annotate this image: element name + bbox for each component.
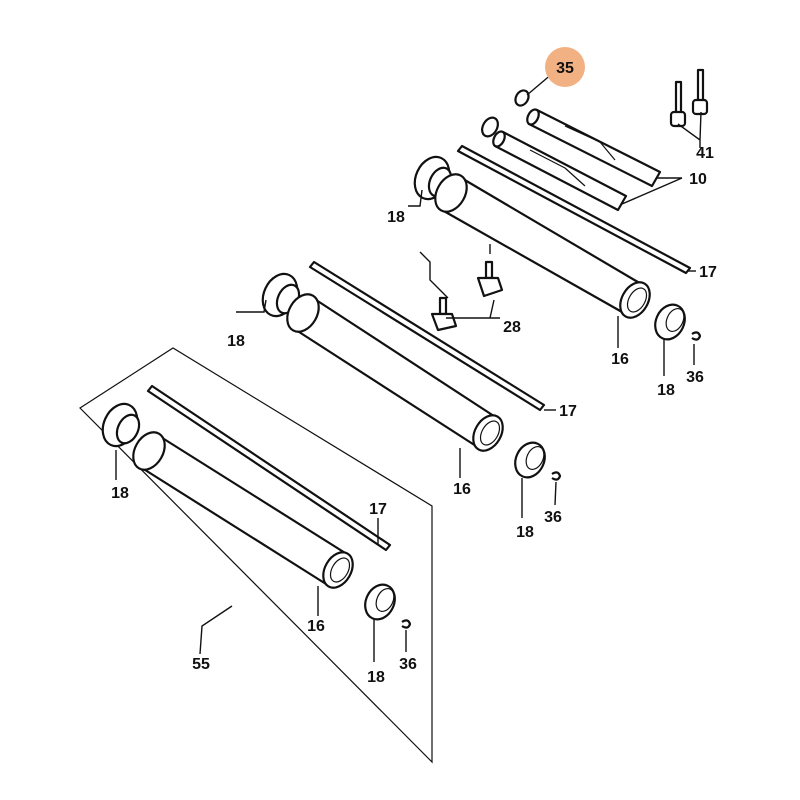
callout-10: 10 [689,171,707,188]
callout-17-top: 17 [699,264,717,281]
clamp-part-28b [430,296,458,332]
callout-36-bottom: 36 [399,656,417,673]
callout-16-middle: 16 [453,481,471,498]
callout-18-top-right: 18 [657,382,675,399]
callout-16-top: 16 [611,351,629,368]
clip-part-36c [401,619,412,629]
rod-part-17a [456,144,692,275]
callout-16-bottom: 16 [307,618,325,635]
ring-part [481,116,499,138]
washer-part-35 [514,89,530,107]
callout-18-top-left: 18 [387,209,405,226]
end-cap-part-18b [654,303,686,341]
callout-36-middle: 36 [544,509,562,526]
tube-part-16c [132,431,354,589]
tube-part-16b [286,293,504,452]
middle-assembly [261,260,562,481]
callout-labels: 35 41 10 17 18 28 16 18 36 18 17 16 18 3… [111,60,717,686]
callout-28: 28 [503,319,521,336]
callout-17-bottom: 17 [369,501,387,518]
end-cap-part-18f [364,583,396,621]
callout-18-bottom-right: 18 [367,669,385,686]
callout-18-middle-right: 18 [516,524,534,541]
shaft-part-10a [526,108,662,188]
end-cap-part-18e [101,402,141,448]
bolt-part-41a [669,80,687,128]
bottom-assembly [101,384,412,629]
tube-part-16a [434,173,651,319]
highlight-marker [545,47,585,87]
rod-part-17c [146,384,392,552]
clamp-part-28a [476,260,504,298]
callout-55: 55 [192,656,210,673]
callout-18-bottom-left: 18 [111,485,129,502]
clip-part-36b [551,471,562,481]
callout-18-middle-left: 18 [227,333,245,350]
top-assembly [413,68,709,341]
shaft-part-10b [492,130,628,212]
callout-41: 41 [696,145,714,162]
callout-17-middle: 17 [559,403,577,420]
bolt-part-41b [691,68,709,116]
clip-part-36a [691,331,702,341]
callout-36-top: 36 [686,369,704,386]
callout-35: 35 [556,60,574,77]
kit-55-outline [79,347,433,764]
rod-part-17b [308,260,546,412]
end-cap-part-18d [514,441,546,479]
